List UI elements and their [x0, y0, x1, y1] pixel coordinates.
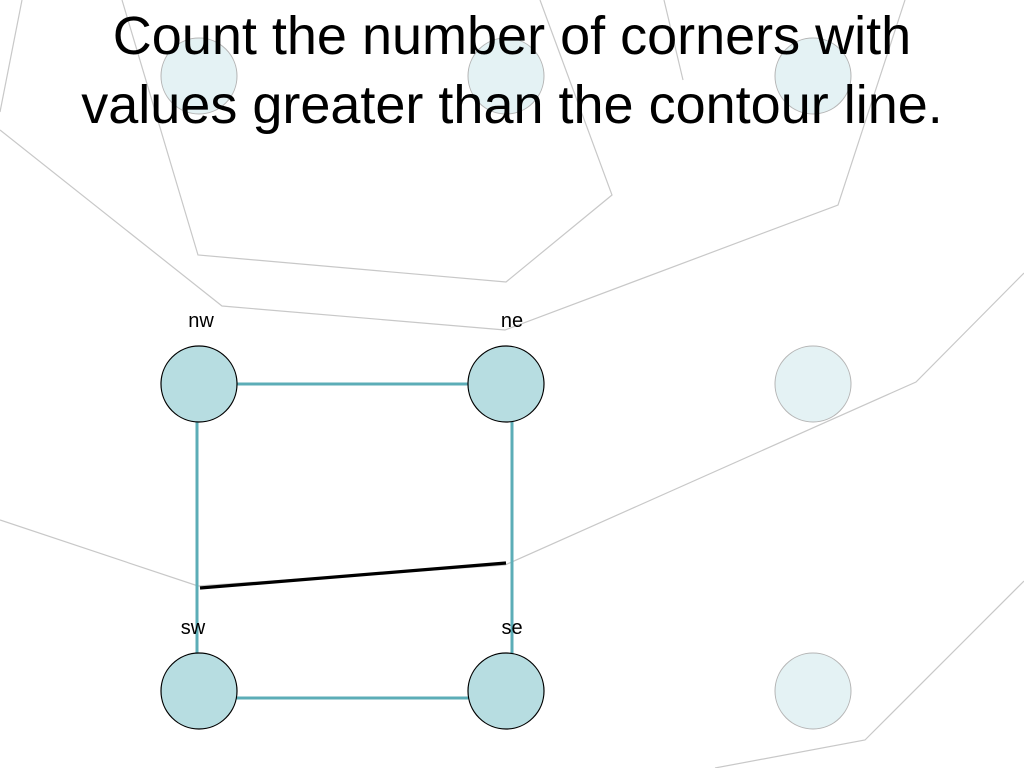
background-contour-line-1: [0, 0, 23, 113]
contour-segment: [199, 561, 507, 590]
slide-title: Count the number of corners with values …: [81, 6, 943, 135]
grid-cell: [195, 382, 514, 700]
background-contour-line-2: [121, 0, 613, 283]
background-contour-line-5: [714, 580, 1024, 768]
faded-node-top-middle: [467, 37, 545, 115]
corner-node-nw: [160, 345, 238, 423]
faded-node-top-left: [160, 37, 238, 115]
faded-node-middle-right: [774, 345, 852, 423]
corner-label-ne: ne: [500, 310, 524, 332]
corner-node-se: [467, 652, 545, 730]
corner-label-nw: nw: [188, 310, 214, 332]
background-contour-line-4: [0, 272, 1024, 587]
faded-node-top-right: [774, 37, 852, 115]
corner-node-ne: [467, 345, 545, 423]
faded-node-bottom-right: [774, 652, 852, 730]
background-contour-line-6: [663, 0, 684, 81]
corner-node-sw: [160, 652, 238, 730]
corner-label-sw: sw: [180, 617, 206, 639]
corner-label-se: se: [501, 617, 523, 639]
faded-nodes: [160, 37, 852, 730]
background-contour-line-3: [0, 0, 906, 331]
corner-nodes: [160, 345, 545, 730]
